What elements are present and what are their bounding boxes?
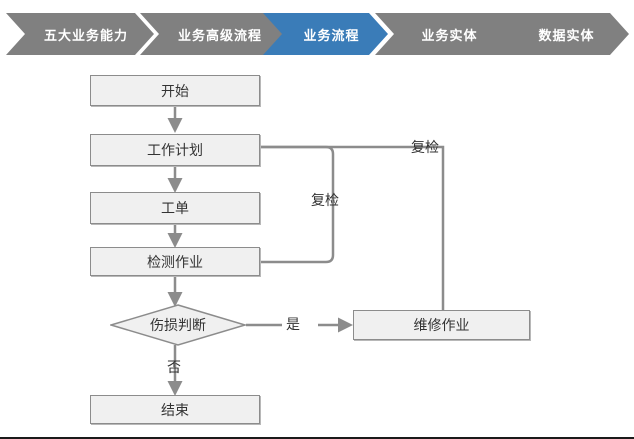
edge-label-recheck-outer: 复检 xyxy=(411,139,439,155)
breadcrumb-item-4[interactable]: 业务实体 xyxy=(375,13,512,55)
breadcrumb-item-2-label: 业务高级流程 xyxy=(177,27,262,43)
node-inspection[interactable]: 检测作业 xyxy=(90,247,260,276)
node-start-label: 开始 xyxy=(161,82,189,99)
node-end-label: 结束 xyxy=(161,401,189,418)
edge-label-recheck-inner: 复检 xyxy=(311,192,339,208)
edge-label-no: 否 xyxy=(167,359,181,375)
diamond-shape xyxy=(110,304,246,346)
node-work-order-label: 工单 xyxy=(161,200,189,216)
breadcrumb-item-3-label: 业务流程 xyxy=(303,27,360,43)
breadcrumb-item-3[interactable]: 业务流程 xyxy=(263,13,388,55)
breadcrumb-item-1-label: 五大业务能力 xyxy=(43,27,128,43)
node-work-plan-label: 工作计划 xyxy=(147,142,203,158)
node-repair[interactable]: 维修作业 xyxy=(353,310,530,340)
node-repair-label: 维修作业 xyxy=(413,317,470,333)
node-inspection-label: 检测作业 xyxy=(147,253,203,270)
breadcrumb-item-5-label: 数据实体 xyxy=(538,27,595,43)
node-end[interactable]: 结束 xyxy=(90,395,260,424)
node-damage-decision[interactable]: 伤损判断 xyxy=(110,304,246,346)
breadcrumb-item-2[interactable]: 业务高级流程 xyxy=(140,13,288,55)
node-work-plan[interactable]: 工作计划 xyxy=(90,134,260,166)
node-work-order[interactable]: 工单 xyxy=(90,192,260,224)
node-start[interactable]: 开始 xyxy=(90,75,260,106)
breadcrumb-item-4-label: 业务实体 xyxy=(421,27,478,43)
breadcrumb-item-5[interactable]: 数据实体 xyxy=(492,13,629,55)
breadcrumb: 五大业务能力 业务高级流程 业务流程 业务实体 数据实体 xyxy=(0,13,634,55)
breadcrumb-item-1[interactable]: 五大业务能力 xyxy=(6,13,154,55)
edge-label-yes: 是 xyxy=(286,316,300,332)
node-damage-decision-label: 伤损判断 xyxy=(150,317,206,333)
